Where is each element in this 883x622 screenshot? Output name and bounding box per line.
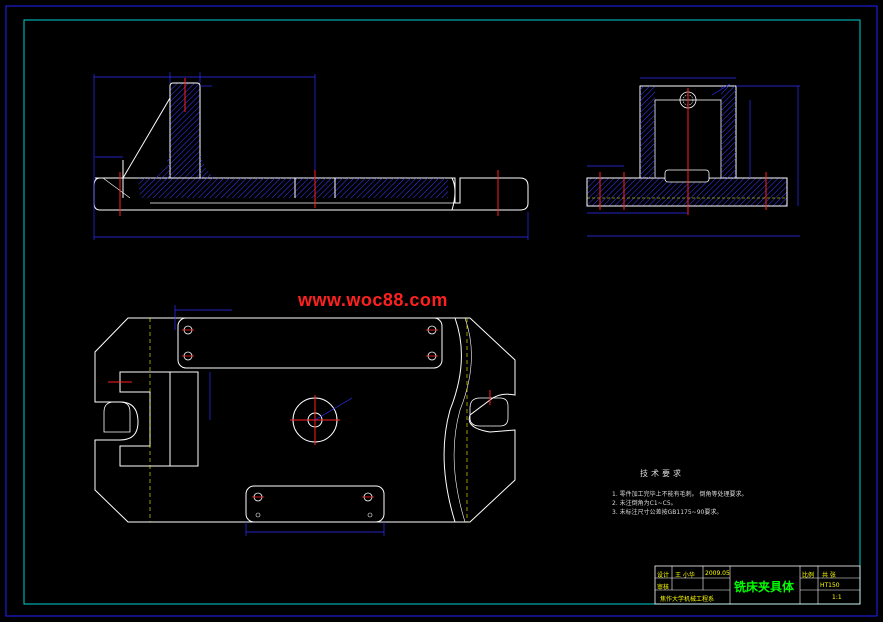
outer-border (5, 5, 878, 617)
front-view (93, 72, 529, 240)
sheet-count: 共 张 (822, 572, 836, 579)
school-name: 焦作大学机械工程系 (660, 596, 715, 603)
material: HT150 (820, 582, 840, 589)
drawing-title: 铣床夹具体 (734, 580, 795, 594)
tech-note-2: 2. 未注倒角为C1~C5。 (612, 500, 677, 507)
title-block (654, 565, 861, 605)
tech-requirements-title: 技术要求 (640, 469, 684, 478)
inner-frame (23, 19, 861, 605)
designer-label: 设计 (657, 572, 670, 579)
tech-note-3: 3. 未标注尺寸公差按GB1175~90要求。 (612, 509, 723, 516)
designer-name: 王 小华 (675, 572, 695, 579)
scale: 1:1 (832, 594, 842, 601)
side-view (586, 77, 800, 237)
quantity-label: 比例 (802, 572, 815, 579)
top-view (94, 305, 516, 536)
design-date: 2009.05 (705, 570, 730, 577)
checker-label: 审核 (657, 584, 670, 591)
watermark-text: www.woc88.com (298, 290, 448, 310)
tech-note-1: 1. 零件加工完毕上不能有毛刺。 倒角等处理要求。 (612, 491, 748, 498)
